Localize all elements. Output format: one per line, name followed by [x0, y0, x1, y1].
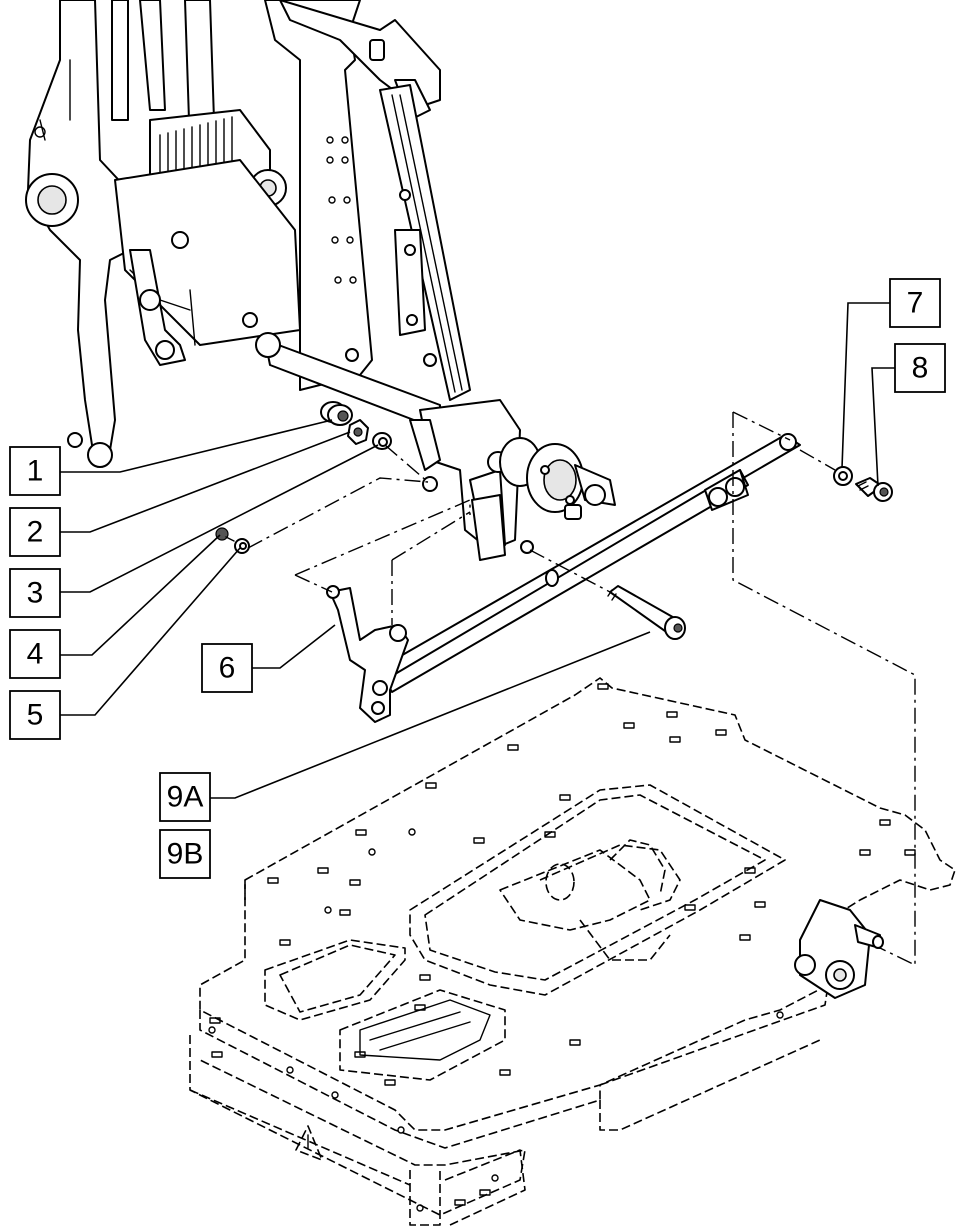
callout-label: 8 — [912, 352, 929, 385]
callout-label: 9A — [167, 781, 204, 814]
linkage-assembly — [326, 433, 893, 723]
callout-8: 8 — [894, 343, 946, 393]
callout-label: 6 — [219, 652, 236, 685]
callout-6: 6 — [201, 643, 253, 693]
leader-lines — [60, 302, 895, 799]
callout-label: 9B — [167, 838, 204, 871]
callout-label: 2 — [27, 516, 44, 549]
callout-3: 3 — [9, 568, 61, 618]
callout-label: 3 — [27, 577, 44, 610]
alignment-centerlines — [247, 411, 916, 967]
callout-7: 7 — [889, 278, 941, 328]
callout-label: 4 — [27, 638, 44, 671]
callout-label: 5 — [27, 699, 44, 732]
seat-pan-base-phantom — [189, 677, 956, 1226]
callout-1: 1 — [9, 446, 61, 496]
callout-5: 5 — [9, 690, 61, 740]
hardware-items-1-5 — [215, 401, 392, 554]
callout-2: 2 — [9, 507, 61, 557]
callout-9b: 9B — [159, 829, 211, 879]
seat-back-frame-assembly — [25, 0, 616, 561]
callout-9a: 9A — [159, 772, 211, 822]
callout-label: 1 — [27, 455, 44, 488]
callout-label: 7 — [907, 287, 924, 320]
callout-4: 4 — [9, 629, 61, 679]
